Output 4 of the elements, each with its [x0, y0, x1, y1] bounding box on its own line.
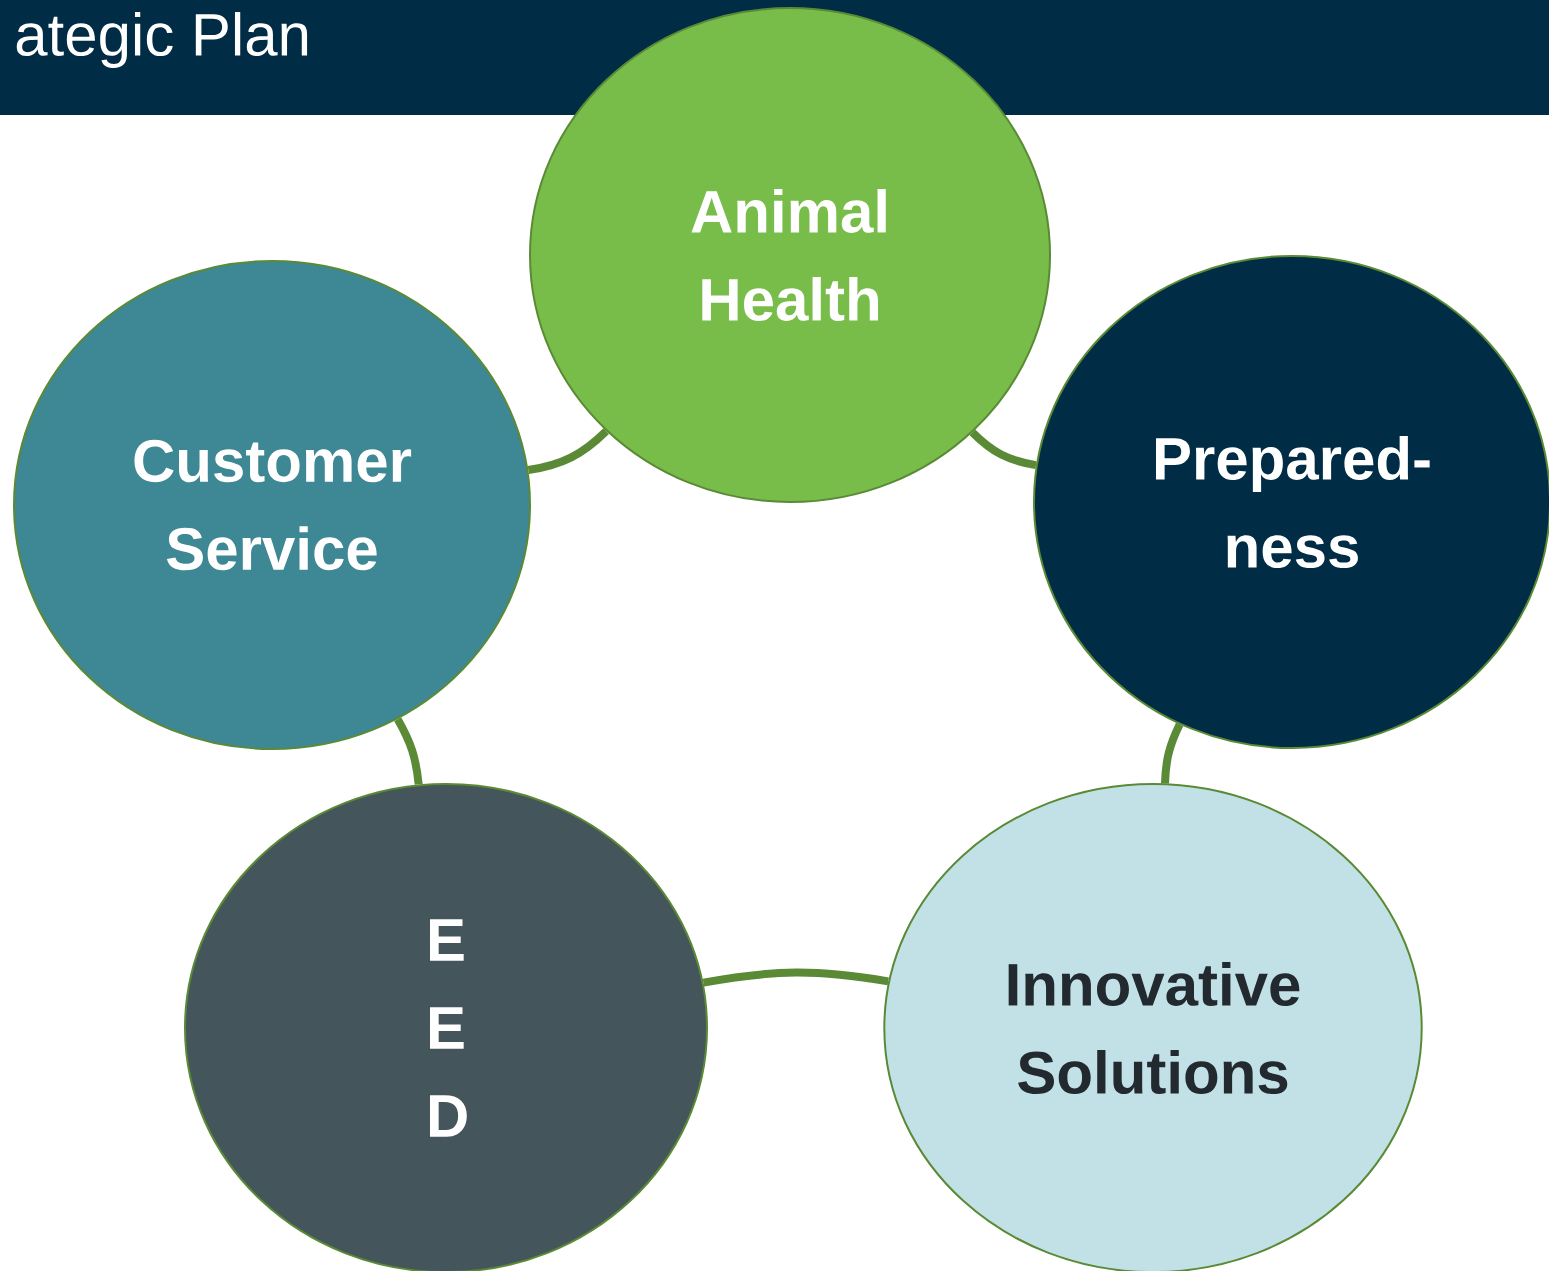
connector-arc [969, 429, 1037, 470]
connector-arc [394, 717, 423, 785]
connector-arc [702, 968, 889, 987]
connector-arc [527, 428, 609, 474]
